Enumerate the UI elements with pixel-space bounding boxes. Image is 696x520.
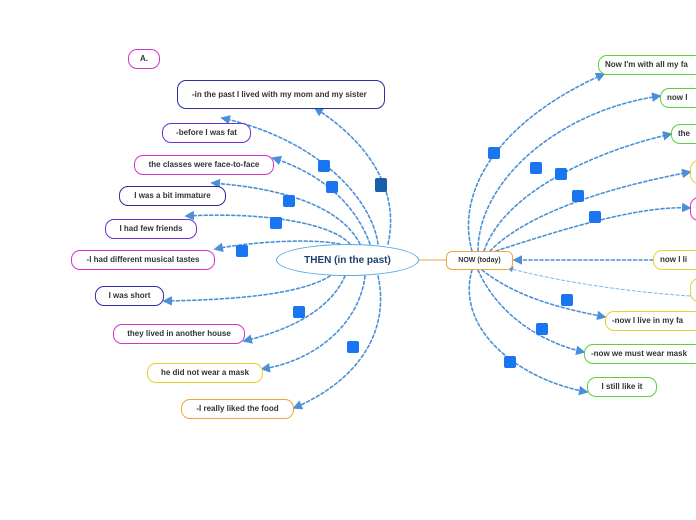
link-handle[interactable] (318, 160, 330, 172)
node-liked-food[interactable]: -I really liked the food (181, 399, 294, 419)
node-wear-mask[interactable]: -now we must wear mask (584, 344, 696, 364)
node-now-with-family[interactable]: Now I'm with all my fa (598, 55, 696, 75)
connector-line (162, 275, 331, 306)
connector-line (477, 269, 586, 356)
link-handle[interactable] (283, 195, 295, 207)
node-another-house[interactable]: they lived in another house (113, 324, 245, 344)
node-now-i[interactable]: now I (660, 88, 696, 108)
connector-line (468, 269, 589, 396)
central-topic-then[interactable]: THEN (in the past) (276, 244, 419, 276)
link-handle[interactable] (530, 162, 542, 174)
node-was-short[interactable]: I was short (95, 286, 164, 306)
topic-now[interactable]: NOW (today) (446, 251, 513, 270)
node-few-friends[interactable]: I had few friends (105, 219, 197, 239)
node-no-mask[interactable]: he did not wear a mask (147, 363, 263, 383)
link-handle[interactable] (347, 341, 359, 353)
connector-line (507, 266, 691, 297)
connector-line (477, 92, 662, 252)
node-musical-tastes[interactable]: -I had different musical tastes (71, 250, 215, 270)
node-right-pink[interactable] (690, 197, 696, 221)
link-handle[interactable] (561, 294, 573, 306)
node-live-in-my-fa[interactable]: -now I live in my fa (605, 311, 696, 331)
node-classes-face-to-face[interactable]: the classes were face-to-face (134, 155, 274, 175)
connector-line (481, 269, 607, 321)
node-now-i-li[interactable]: now I li (653, 250, 696, 270)
node-lived-with-mom[interactable]: -in the past I lived with my mom and my … (177, 80, 385, 109)
node-right-yellow-2[interactable] (690, 278, 696, 302)
node-the[interactable]: the (671, 124, 696, 144)
connector-line (184, 210, 351, 245)
link-handle[interactable] (504, 356, 516, 368)
node-still-like-it[interactable]: I still like it (587, 377, 657, 397)
connector-line (313, 107, 392, 245)
connector-line (260, 275, 366, 373)
node-before-fat[interactable]: -before I was fat (162, 123, 251, 143)
link-handle[interactable] (572, 190, 584, 202)
link-handle[interactable] (488, 147, 500, 159)
link-handle[interactable] (326, 181, 338, 193)
connector-line (292, 275, 382, 410)
link-handle[interactable] (536, 323, 548, 335)
connector-line (483, 131, 673, 252)
connector-line (213, 240, 341, 253)
connector-line (220, 115, 379, 245)
link-handle[interactable] (589, 211, 601, 223)
link-handle[interactable] (293, 306, 305, 318)
link-handle[interactable] (555, 168, 567, 180)
node-a[interactable]: A. (128, 49, 160, 69)
link-handle[interactable] (375, 178, 387, 192)
connector-line (210, 178, 361, 245)
node-right-yellow-1[interactable] (690, 160, 696, 184)
link-handle[interactable] (270, 217, 282, 229)
connector-line (242, 275, 346, 344)
link-handle[interactable] (236, 245, 248, 257)
node-bit-immature[interactable]: I was a bit immature (119, 186, 226, 206)
